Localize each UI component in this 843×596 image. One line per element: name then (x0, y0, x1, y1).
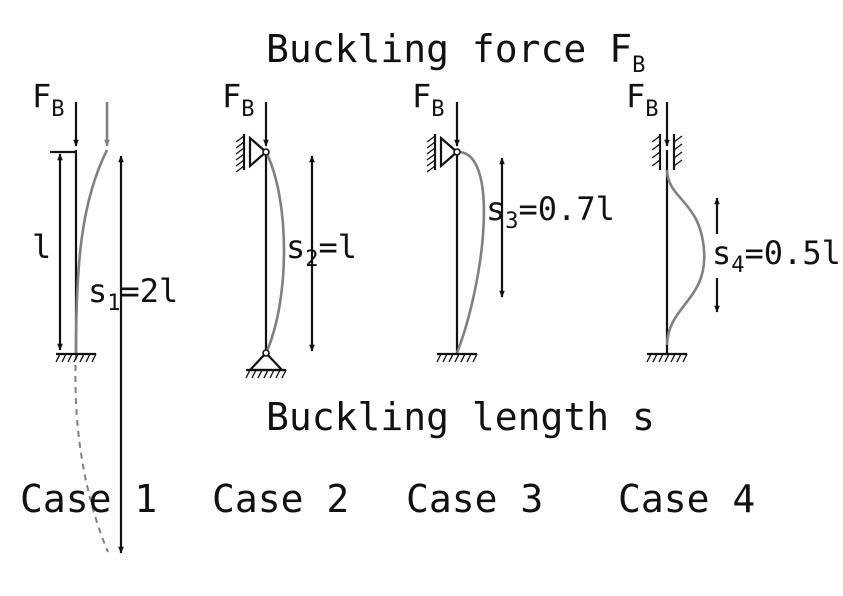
case-3-buckling-length-label: s3=0.7l (486, 190, 615, 234)
case-4-buckled-shape (665, 169, 706, 346)
case-4-label: Case 4 (618, 477, 755, 521)
case-1-fixed-support (55, 352, 97, 363)
case-2-buckling-length-label: s2=l (286, 228, 357, 272)
title-buckling-length: Buckling length s (266, 395, 655, 439)
case-2-label: Case 2 (212, 477, 349, 521)
case-2-buckled-shape (264, 151, 286, 354)
case-3-label: Case 3 (406, 477, 543, 521)
case-4-buckling-length-label: s4=0.5l (712, 234, 841, 278)
case-2-top-guide-support (235, 134, 270, 173)
case-2-force-label: FB (222, 77, 255, 122)
case-1-force-label: FB (32, 77, 65, 122)
case-4-top-guide-support (651, 134, 683, 170)
case-3-fixed-support (436, 352, 478, 363)
case-3-top-guide-support (426, 134, 461, 173)
case-3-buckled-shape (455, 150, 486, 354)
case-4-figure: FB s4=0.5l Case 4 (618, 77, 841, 521)
case-1-buckled-shape (74, 149, 109, 355)
case-1-buckling-length-label: s1=2l (88, 272, 178, 316)
case-3-force-label: FB (412, 77, 445, 122)
case-1-figure: FB l s1=2l Case 1 (20, 77, 178, 554)
case-1-label: Case 1 (20, 477, 157, 521)
case-3-figure: FB s3=0.7l Case 3 (406, 77, 615, 521)
case-1-length-label: l (32, 228, 51, 266)
title-buckling-force: Buckling force FB (266, 27, 645, 78)
case-2-bottom-pin-support (245, 349, 287, 379)
case-2-figure: FB s2=l Case 2 (212, 77, 357, 521)
case-4-fixed-support (646, 352, 688, 363)
case-1-mirror-shape (74, 353, 109, 553)
case-4-force-label: FB (626, 77, 659, 122)
